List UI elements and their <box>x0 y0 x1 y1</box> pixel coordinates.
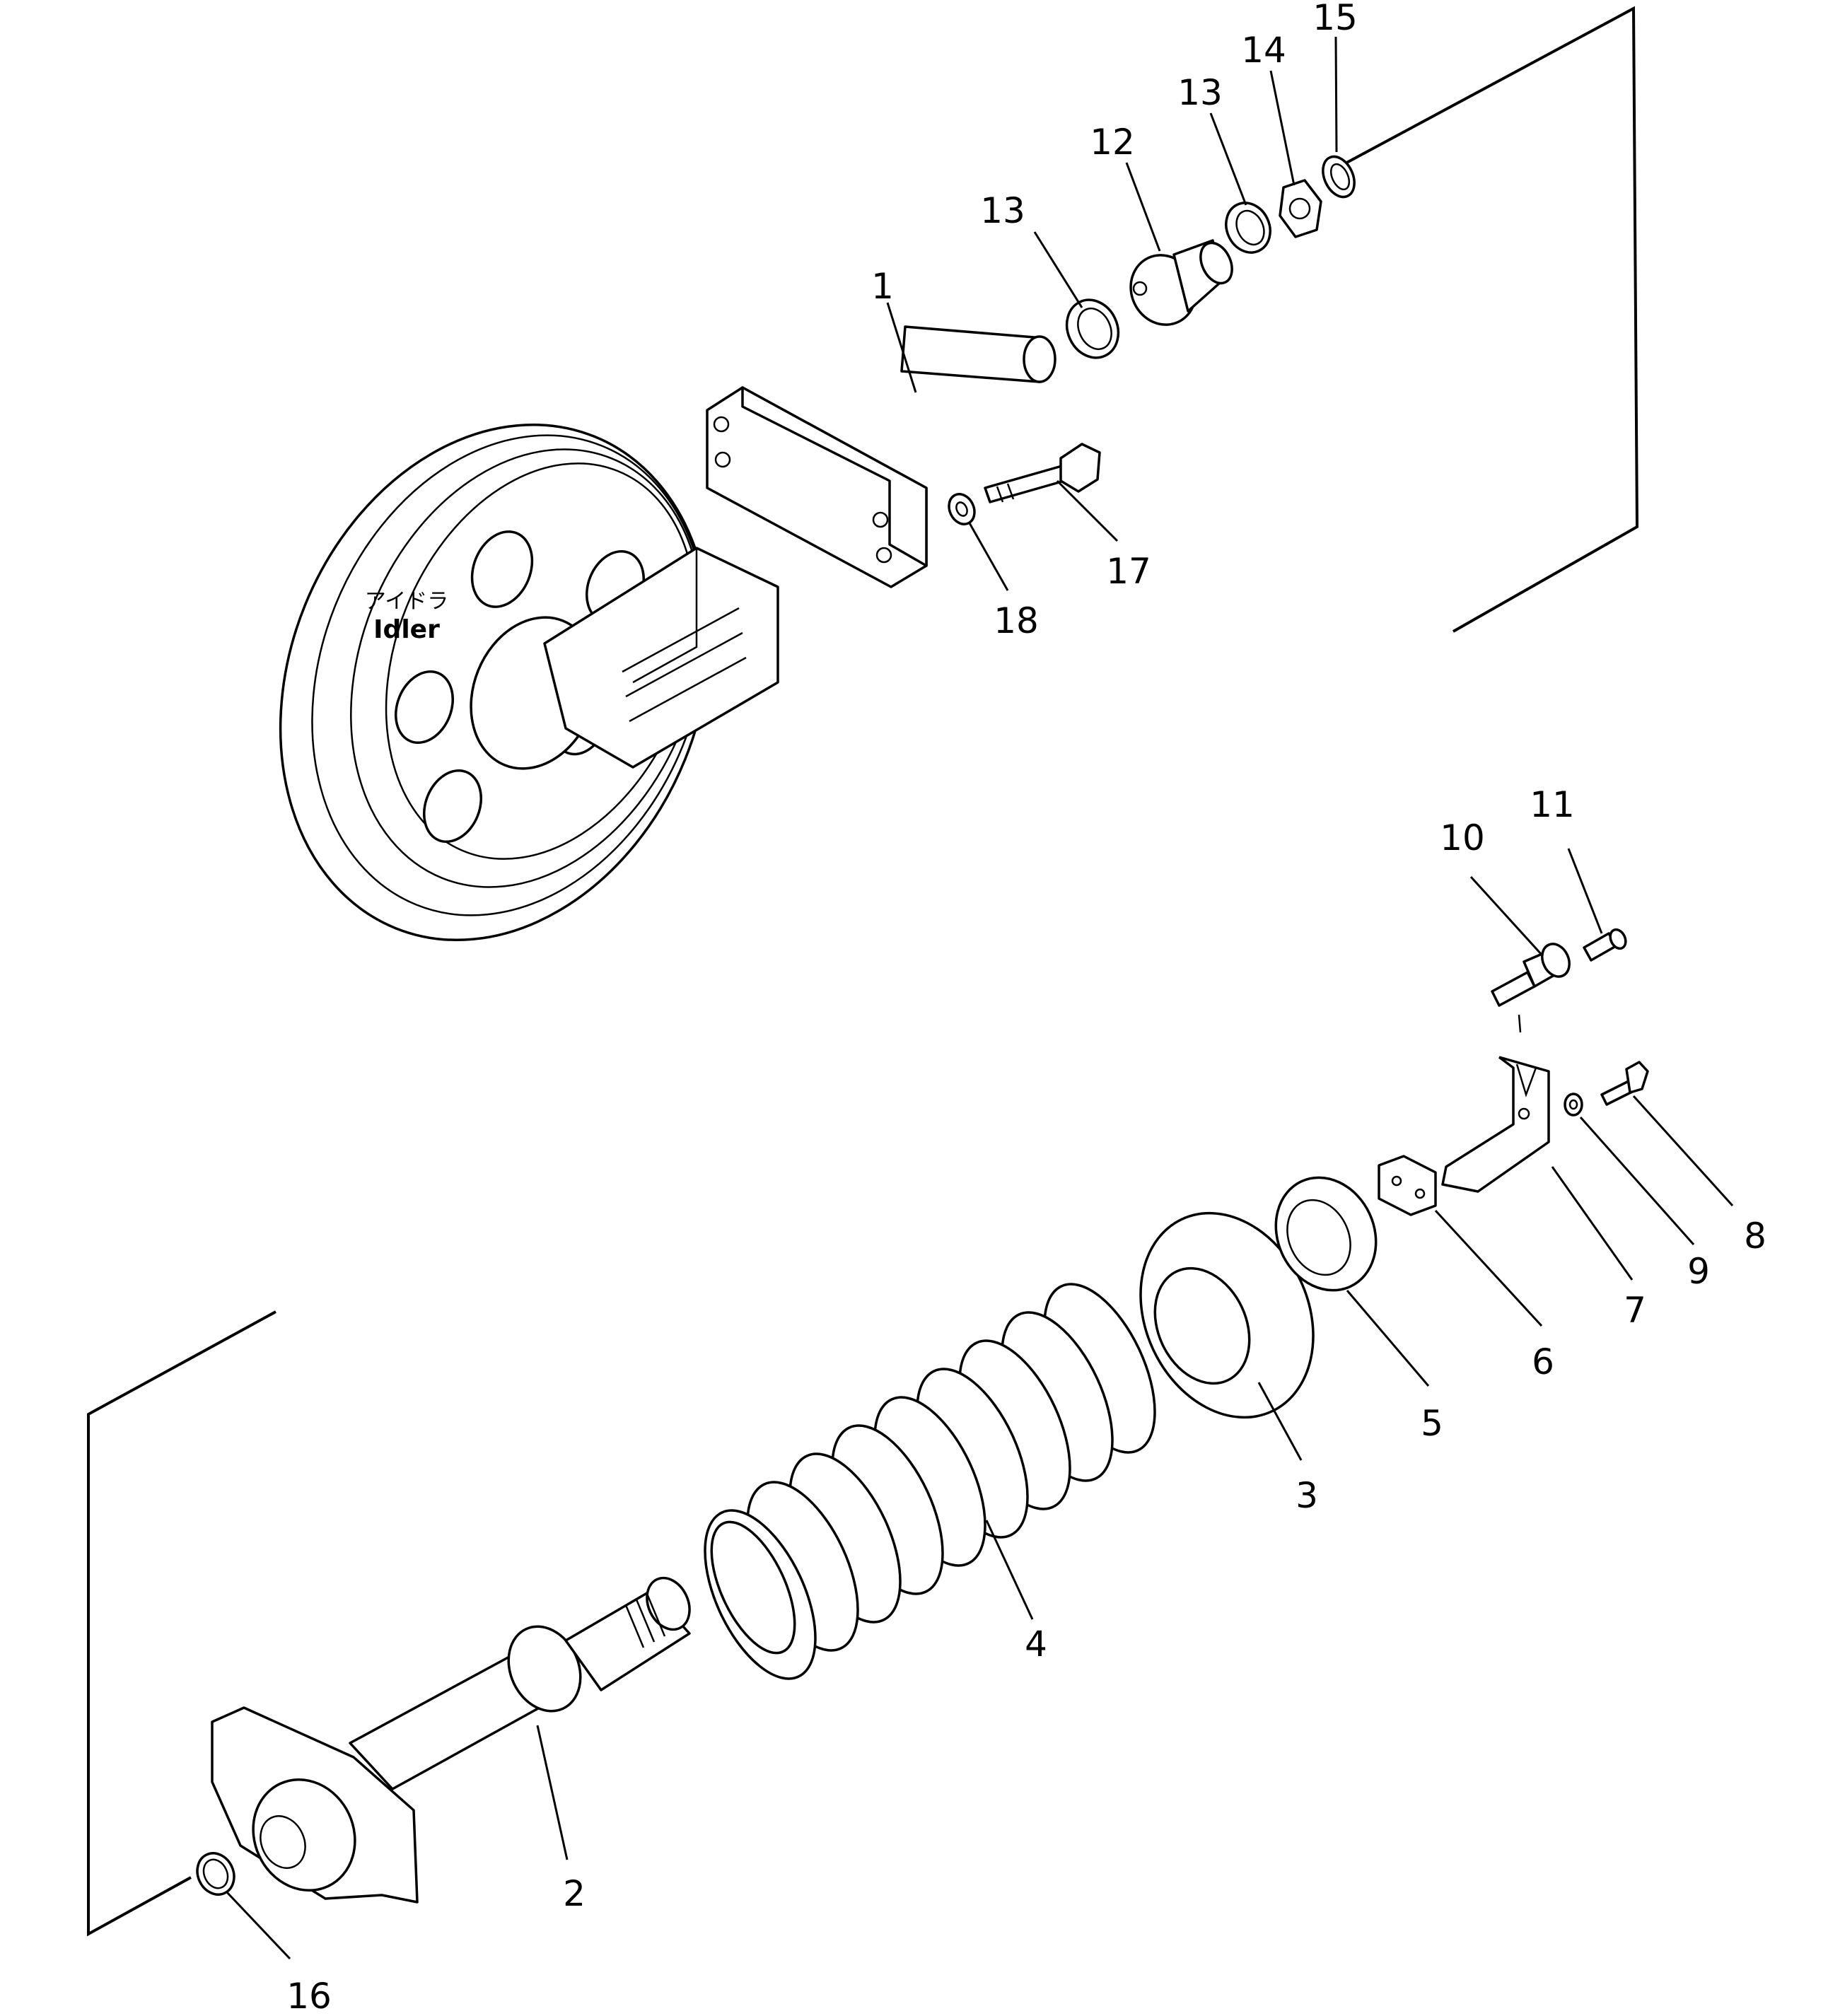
idler-wheel <box>279 423 779 942</box>
part-13-bushing <box>1065 298 1120 359</box>
callout-8: 8 <box>1744 1216 1766 1257</box>
part-13-bushing-2 <box>1225 202 1271 254</box>
part-2-recoil-rod <box>211 1576 691 1904</box>
part-5-lock-nut <box>1274 1176 1378 1292</box>
idler-label-japanese: アイドラ <box>365 589 449 614</box>
part-3-spring-seat <box>1139 1211 1315 1419</box>
callout-13b: 13 <box>1177 72 1223 113</box>
callout-3: 3 <box>1296 1475 1318 1516</box>
part-8-bolt <box>1600 1061 1649 1106</box>
part-17-bolt <box>984 443 1101 503</box>
callout-6: 6 <box>1532 1341 1554 1382</box>
callout-18: 18 <box>994 600 1039 641</box>
callouts: 1 2 3 4 5 6 7 8 9 10 11 12 13 13 14 15 1… <box>286 0 1766 2016</box>
part-7-bracket <box>1441 1056 1550 1193</box>
callout-7: 7 <box>1624 1290 1646 1331</box>
part-10-check-valve <box>1491 943 1571 1033</box>
callout-2: 2 <box>563 1873 586 1914</box>
callout-13a: 13 <box>980 190 1025 231</box>
part-12-adapter <box>1129 239 1233 326</box>
part-1-idler-bracket <box>706 325 1056 588</box>
callout-9: 9 <box>1687 1251 1710 1292</box>
upper-frame <box>1339 6 1639 633</box>
callout-16: 16 <box>286 1976 332 2016</box>
callout-14: 14 <box>1241 30 1286 71</box>
part-16-o-ring <box>196 1852 235 1896</box>
part-6-plate <box>1378 1155 1437 1216</box>
part-18-washer <box>948 493 976 525</box>
callout-5: 5 <box>1421 1403 1443 1444</box>
callout-1: 1 <box>871 266 894 307</box>
callout-12: 12 <box>1090 122 1135 163</box>
lower-frame <box>87 1310 276 1937</box>
leader-lines <box>225 36 1734 1960</box>
part-4-recoil-spring <box>704 1283 1156 1680</box>
callout-15: 15 <box>1312 0 1358 38</box>
callout-17: 17 <box>1106 551 1151 592</box>
part-9-washer <box>1564 1093 1583 1117</box>
callout-10: 10 <box>1440 817 1485 858</box>
part-11-grease-nipple <box>1583 928 1627 962</box>
callout-4: 4 <box>1025 1624 1047 1665</box>
part-14-nut <box>1279 179 1322 238</box>
part-15-snap-ring <box>1322 155 1356 199</box>
idler-label-english: Idler <box>373 615 440 644</box>
callout-11: 11 <box>1530 784 1575 825</box>
